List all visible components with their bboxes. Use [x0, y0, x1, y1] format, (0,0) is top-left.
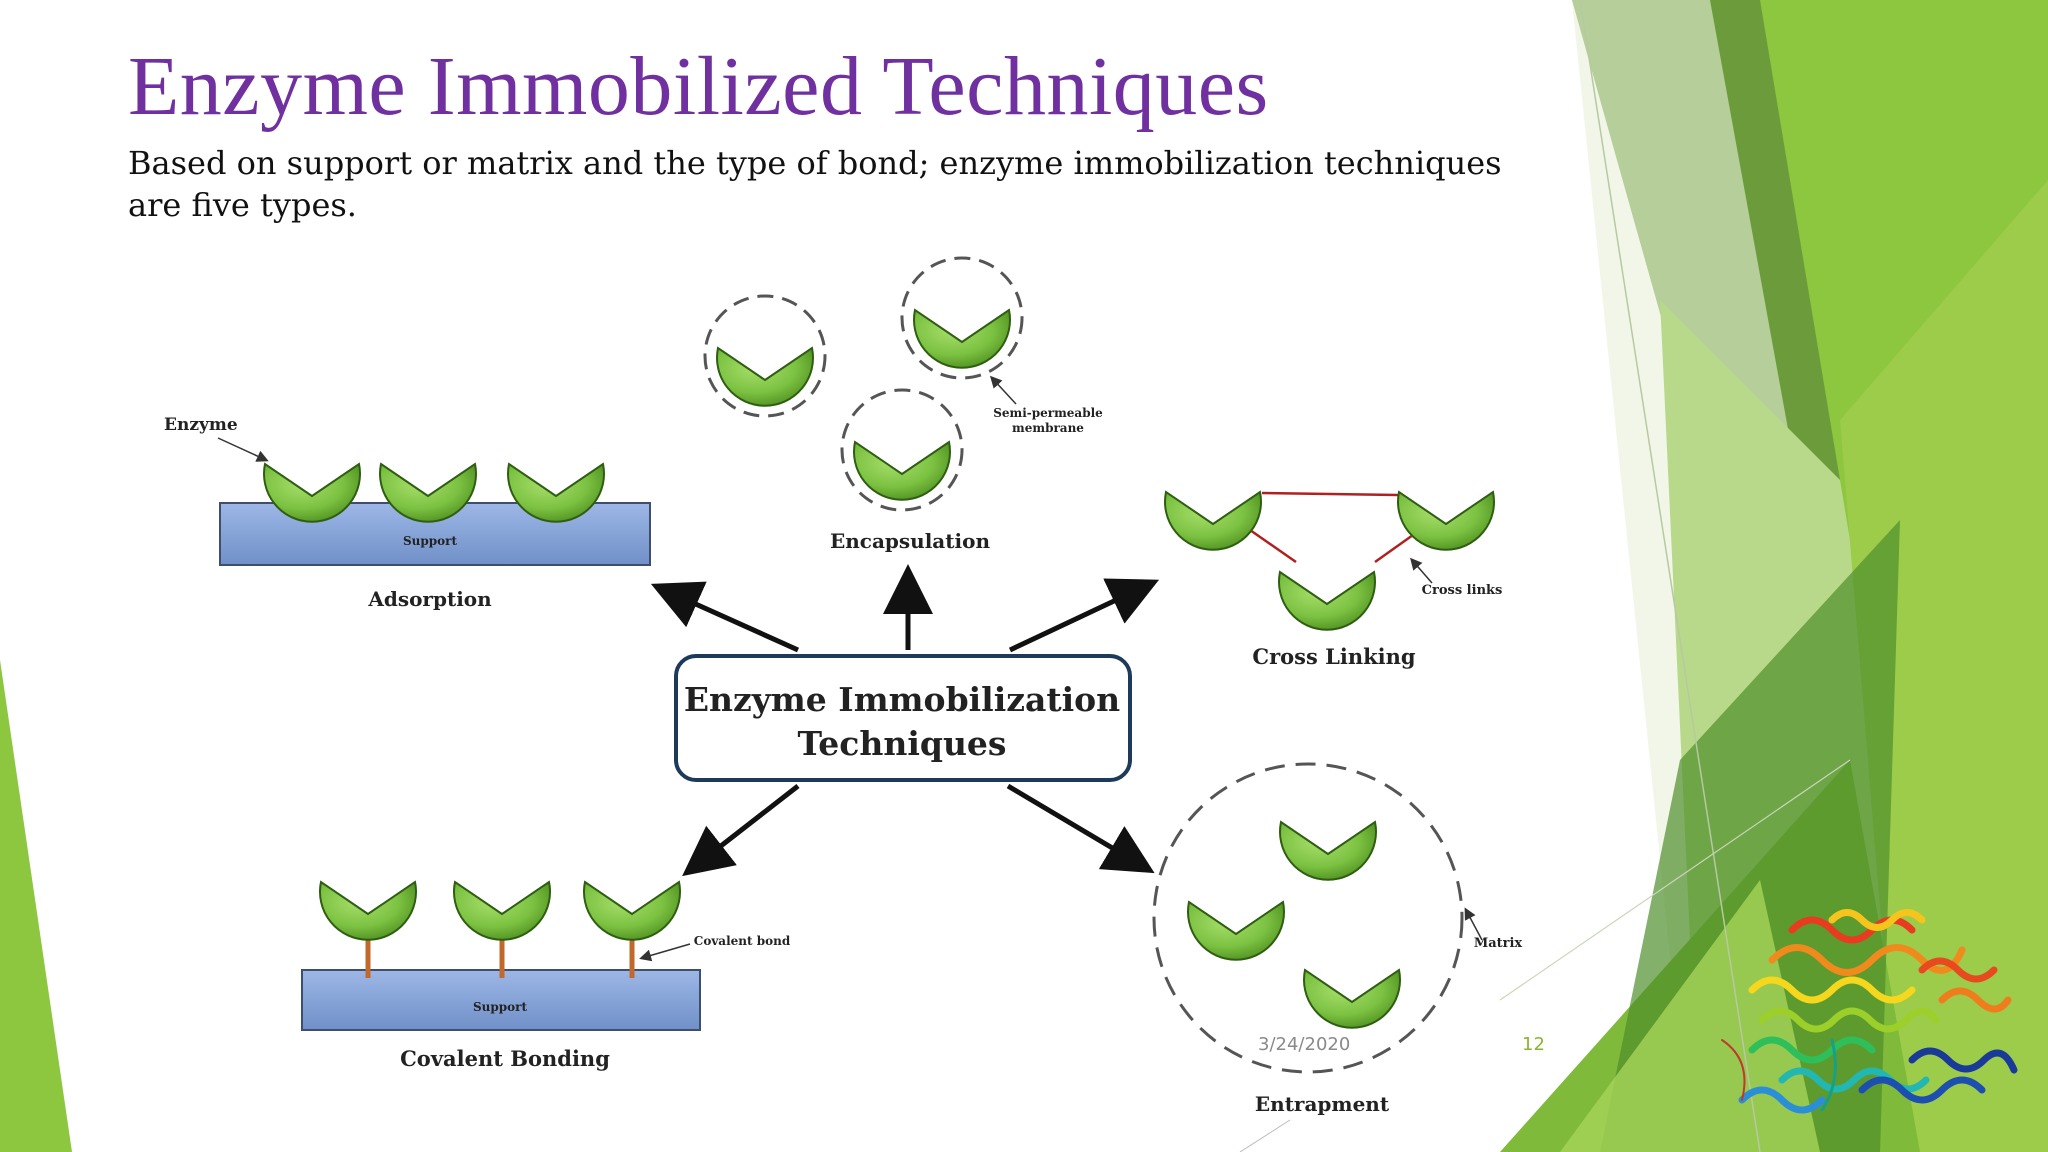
- covalent-group: Support Covalent bond Covalent Bonding: [301, 881, 791, 1071]
- adsorption-label: Adsorption: [367, 587, 492, 611]
- cross-linking-label: Cross Linking: [1252, 644, 1416, 669]
- slide-number: 12: [1522, 1034, 1545, 1055]
- covalent-bond-label: Covalent bond: [694, 934, 791, 948]
- membrane-label-line1: Semi-permeable: [993, 406, 1103, 420]
- left-green-shape: [0, 660, 72, 1152]
- cross-links-label: Cross links: [1422, 583, 1503, 598]
- entrapment-group: Matrix Entrapment: [1152, 762, 1523, 1116]
- membrane-label-line2: membrane: [1012, 421, 1084, 435]
- slide-title: Enzyme Immobilized Techniques: [128, 40, 1269, 133]
- entrapment-matrix-circle: [1152, 762, 1464, 1074]
- arrows: [650, 564, 1160, 877]
- encapsulation-group: Semi-permeable membrane Encapsulation: [703, 256, 1103, 553]
- center-box: [674, 654, 1132, 782]
- protein-structure-image: [1721, 909, 2018, 1114]
- adsorption-group: Support Enzyme Adsorption: [164, 415, 651, 611]
- encapsulation-label: Encapsulation: [830, 529, 990, 553]
- entrapment-label: Entrapment: [1255, 1092, 1390, 1116]
- slide-subtitle: Based on support or matrix and the type …: [128, 144, 1502, 224]
- covalent-support: [301, 969, 701, 1031]
- adsorption-support-label: Support: [403, 534, 457, 548]
- slide-date: 3/24/2020: [1258, 1034, 1351, 1055]
- center-title-line2: Techniques: [797, 724, 1006, 763]
- center-title-line1: Enzyme Immobilization: [684, 680, 1120, 719]
- covalent-bonding-label: Covalent Bonding: [400, 1046, 610, 1071]
- covalent-support-label: Support: [473, 1000, 527, 1014]
- enzyme-label: Enzyme: [164, 415, 238, 435]
- matrix-label: Matrix: [1474, 936, 1523, 951]
- cross-linking-group: Cross links Cross Linking: [1164, 491, 1503, 669]
- center-box-group: Enzyme Immobilization Techniques: [674, 654, 1132, 782]
